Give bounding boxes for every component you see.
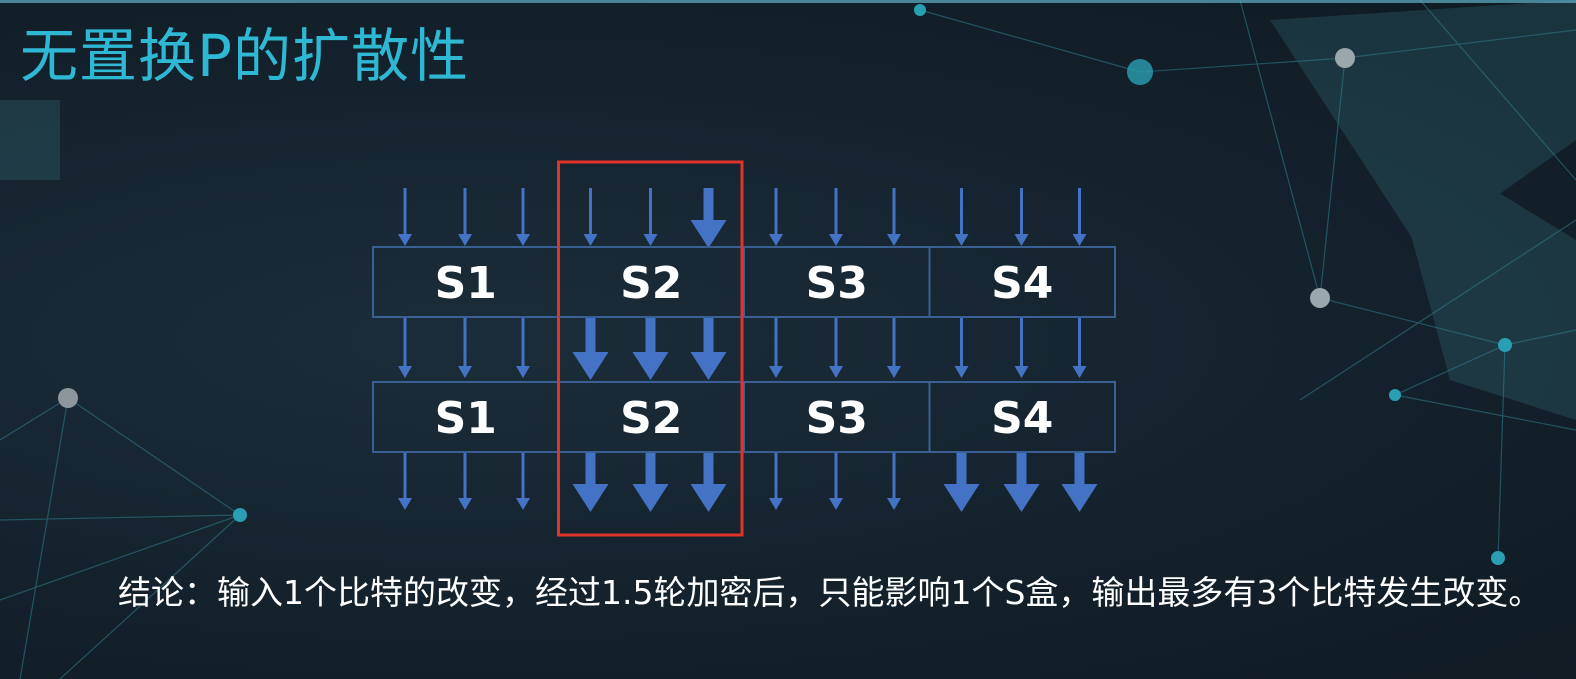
arrowhead-output-6	[769, 498, 783, 510]
sbox-label-row1-S2: S2	[620, 258, 682, 309]
arrowhead-input-3	[583, 234, 598, 246]
arrowhead-bold-output-3	[572, 484, 609, 512]
arrowhead-between-7	[829, 366, 843, 378]
sbox-label-row1-S3: S3	[806, 258, 868, 309]
top-accent-line	[0, 0, 1576, 3]
arrowhead-bold-output-11	[1061, 484, 1098, 512]
arrowhead-input-0	[398, 234, 412, 246]
highlight-frame-s2	[557, 160, 744, 537]
sbox-row1-S4	[928, 246, 1116, 318]
arrowhead-bold-output-4	[632, 484, 669, 512]
arrowhead-between-8	[887, 366, 901, 378]
arrowhead-bold-output-9	[943, 484, 980, 512]
arrowhead-bold-between-3	[572, 352, 609, 380]
arrowhead-between-6	[769, 366, 783, 378]
arrowhead-input-9	[954, 234, 969, 246]
arrowhead-bold-between-4	[632, 352, 669, 380]
arrowhead-input-10	[1014, 234, 1029, 246]
conclusion-text: 结论：输入1个比特的改变，经过1.5轮加密后，只能影响1个S盒，输出最多有3个比…	[118, 573, 1542, 612]
sbox-label-row2-S2: S2	[620, 393, 682, 444]
arrowhead-input-6	[769, 234, 783, 246]
arrowhead-bold-between-5	[690, 352, 727, 380]
arrowhead-input-1	[458, 234, 472, 246]
arrowhead-between-2	[516, 366, 530, 378]
arrowhead-between-11	[1072, 366, 1087, 378]
sbox-row2-S4	[928, 381, 1116, 453]
arrowhead-output-0	[398, 498, 412, 510]
sbox-label-row2-S1: S1	[435, 393, 497, 444]
arrowhead-bold-output-5	[690, 484, 727, 512]
arrowhead-output-2	[516, 498, 530, 510]
arrowhead-between-10	[1014, 366, 1029, 378]
arrowhead-output-1	[458, 498, 472, 510]
arrowhead-output-8	[887, 498, 901, 510]
arrowhead-between-1	[458, 366, 472, 378]
arrowhead-output-7	[829, 498, 843, 510]
sbox-label-row1-S4: S4	[991, 258, 1053, 309]
arrowhead-input-4	[643, 234, 658, 246]
arrowhead-between-0	[398, 366, 412, 378]
arrowhead-input-8	[887, 234, 901, 246]
arrowhead-input-2	[516, 234, 530, 246]
arrowhead-input-7	[829, 234, 843, 246]
sbox-label-row2-S4: S4	[991, 393, 1053, 444]
sbox-label-row1-S1: S1	[435, 258, 497, 309]
arrowhead-input-11	[1072, 234, 1087, 246]
arrowhead-between-9	[954, 366, 969, 378]
slide-title: 无置换P的扩散性	[20, 22, 469, 90]
arrowhead-bold-input-5	[690, 220, 727, 248]
sbox-label-row2-S3: S3	[806, 393, 868, 444]
arrowhead-bold-output-10	[1003, 484, 1040, 512]
